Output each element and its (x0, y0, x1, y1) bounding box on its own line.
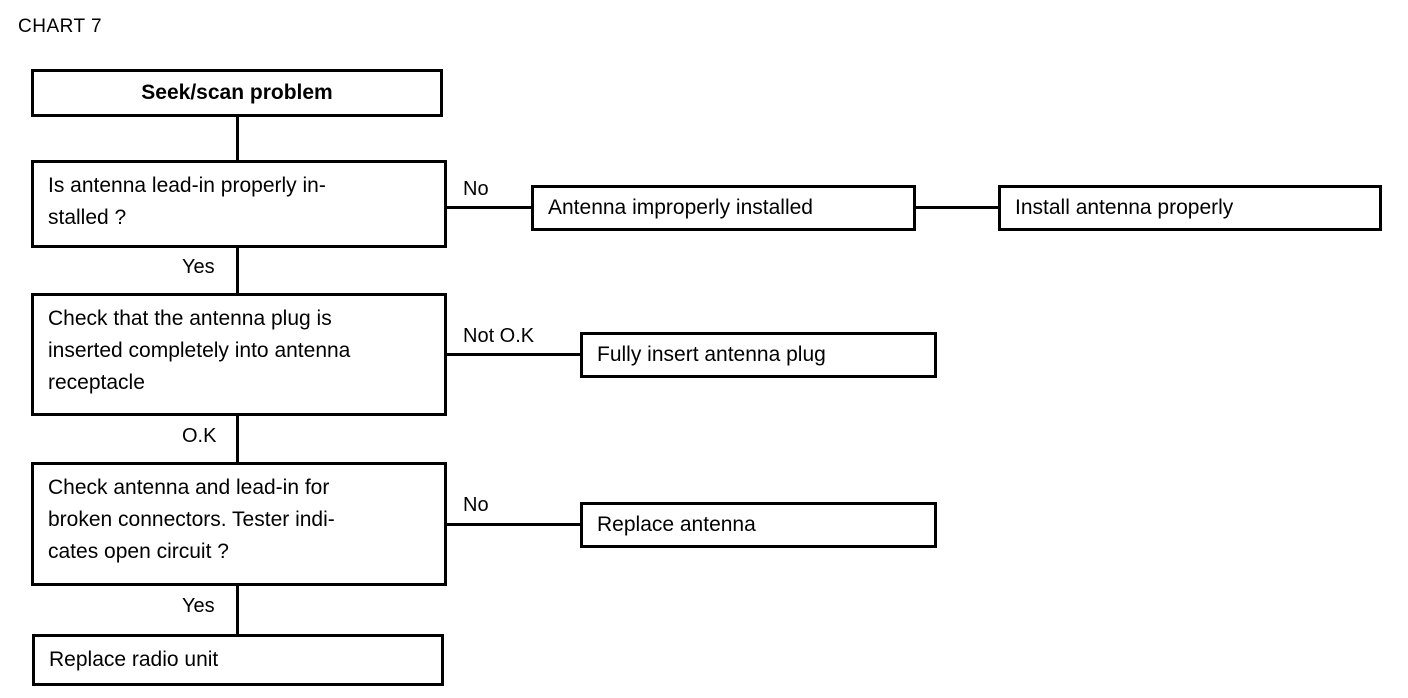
node-replace-antenna[interactable]: Replace antenna (580, 502, 937, 548)
node-fully-insert-antenna-plug[interactable]: Fully insert antenna plug (580, 332, 937, 378)
connector-q2-ok (236, 415, 239, 464)
edge-label-yes-2: Yes (182, 595, 215, 617)
node-label: Replace radio unit (49, 648, 219, 671)
edge-label-ok: O.K (182, 425, 217, 447)
connector-start-to-q1 (236, 116, 239, 161)
node-question-antenna-plug-inserted[interactable]: Check that the antenna plug is inserted … (31, 293, 447, 416)
connector-q2-not-ok (444, 353, 583, 356)
node-seek-scan-problem[interactable]: Seek/scan problem (31, 69, 443, 117)
node-label: Replace antenna (597, 513, 756, 536)
edge-label-no-1: No (463, 178, 489, 200)
node-label: Antenna improperly installed (548, 196, 813, 219)
edge-label-not-ok: Not O.K (463, 325, 535, 347)
connector-q1-no (444, 206, 534, 209)
node-question-antenna-lead-in[interactable]: Is antenna lead-in properly in- stalled … (31, 160, 447, 248)
connector-q1-yes (236, 247, 239, 295)
edge-label-no-2: No (463, 494, 489, 516)
page-title: CHART 7 (18, 16, 103, 37)
node-install-antenna-properly[interactable]: Install antenna properly (998, 185, 1382, 231)
node-label: Fully insert antenna plug (597, 343, 826, 366)
node-question-broken-connectors[interactable]: Check antenna and lead-in for broken con… (31, 462, 447, 586)
node-label: Install antenna properly (1015, 196, 1234, 219)
node-label: Seek/scan problem (141, 81, 333, 104)
node-label: Check antenna and lead-in for broken con… (48, 476, 335, 563)
node-label: Is antenna lead-in properly in- stalled … (48, 174, 326, 229)
edge-label-yes-1: Yes (182, 256, 215, 278)
node-label: Check that the antenna plug is inserted … (48, 307, 351, 394)
node-replace-radio-unit[interactable]: Replace radio unit (32, 634, 444, 686)
connector-q3-no (444, 523, 583, 526)
connector-q3-yes (236, 585, 239, 635)
node-antenna-improperly-installed[interactable]: Antenna improperly installed (531, 185, 916, 231)
connector-cause-to-fix (913, 206, 1001, 209)
